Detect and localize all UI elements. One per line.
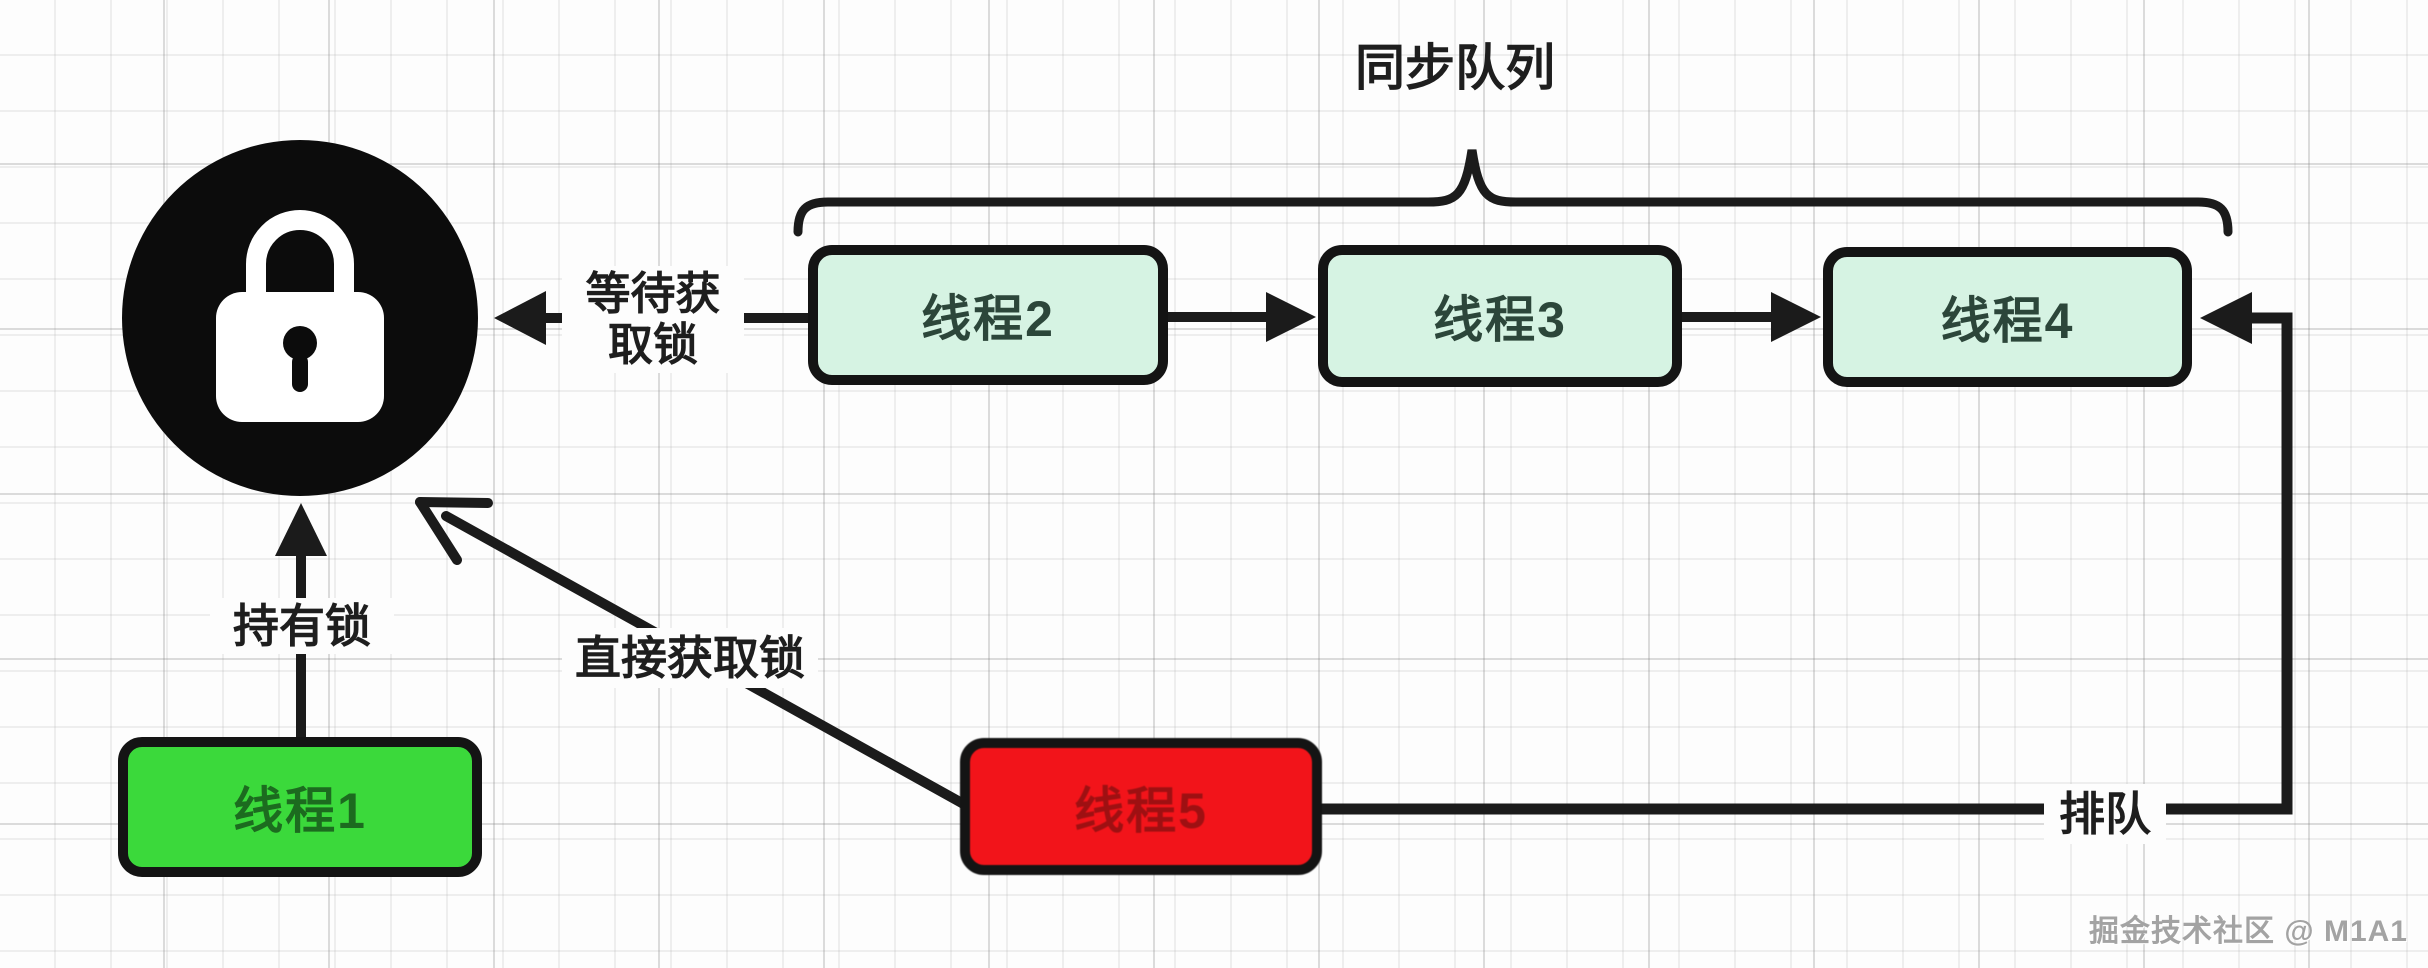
- node-thread2: 线程2: [808, 245, 1168, 385]
- node-thread2-label: 线程2: [921, 291, 1055, 347]
- node-thread5-label: 线程5: [1074, 782, 1208, 839]
- lock-icon: [122, 140, 478, 496]
- padlock-icon: [216, 210, 384, 422]
- node-thread1: 线程1: [118, 737, 482, 877]
- edge-label-wait-acquire-line1: 等待获: [585, 268, 721, 319]
- node-thread3: 线程3: [1318, 245, 1682, 387]
- sync-queue-title: 同步队列: [1355, 40, 1555, 96]
- sync-queue-brace: [793, 149, 2233, 237]
- edge-label-direct-acquire: 直接获取锁: [562, 628, 818, 689]
- edge-label-wait-acquire-line2: 取锁: [607, 319, 698, 371]
- arrow-thread3-to-thread4: [1677, 292, 1821, 342]
- arrow-thread2-to-thread3: [1163, 292, 1316, 342]
- arrow-thread5-to-thread4-queue: [1316, 292, 2293, 815]
- node-thread4: 线程4: [1823, 247, 2192, 387]
- edge-label-wait-acquire: 等待获 取锁: [562, 266, 744, 373]
- watermark: 掘金技术社区 @ M1A1: [2089, 915, 2408, 948]
- node-thread1-label: 线程1: [233, 783, 367, 839]
- edge-label-hold-lock: 持有锁: [210, 598, 394, 655]
- node-thread4-label: 线程4: [1940, 293, 2075, 349]
- node-thread5: 线程5: [960, 738, 1322, 875]
- edge-label-enqueue: 排队: [2044, 784, 2166, 845]
- node-thread3-label: 线程3: [1433, 292, 1567, 348]
